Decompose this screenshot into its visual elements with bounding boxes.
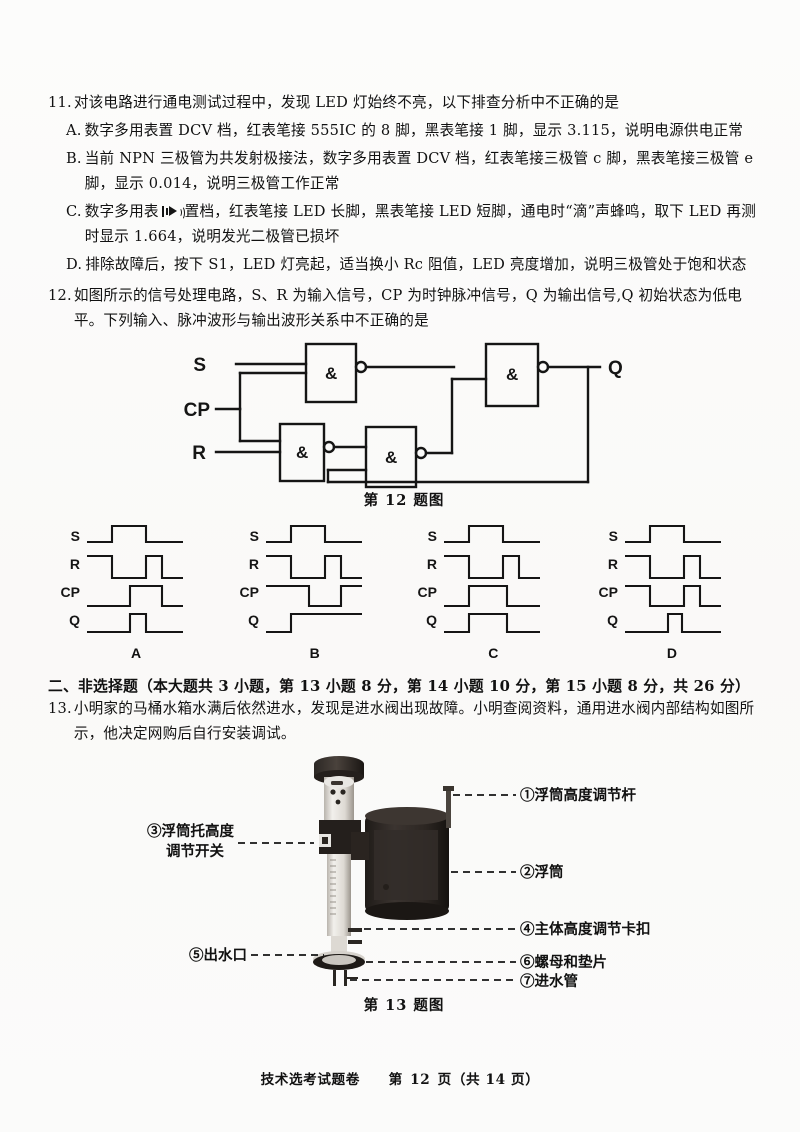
waveform-d-svg: S R CP Q [599, 524, 721, 634]
section-2-heading: 二、非选择题（本大题共 3 小题，第 13 小题 8 分，第 14 小题 10 … [48, 678, 750, 695]
question-12: 12. 如图所示的信号处理电路，S、R 为输入信号，CP 为时钟脉冲信号，Q 为… [48, 283, 760, 333]
question-13-valve-figure: ①浮筒高度调节杆 ②浮筒 ③浮筒托高度 调节开关 ④主体高度调节卡扣 ⑤出水口 … [48, 750, 760, 1000]
gate-2-symbol: & [296, 443, 308, 462]
waveform-option-c[interactable]: S R CP Q C [407, 520, 579, 661]
waveform-d-signal-r-label: R [608, 556, 618, 572]
waveform-b-signal-r-label: R [249, 556, 259, 572]
valve-callout-5-label: ⑤出水口 [189, 946, 247, 964]
question-12-number: 12. [48, 287, 72, 304]
waveform-c-signal-q-label: Q [426, 612, 437, 628]
option-a-text: 数字多用表置 DCV 档，红表笔接 555IC 的 8 脚，黑表笔接 1 脚，显… [84, 122, 744, 139]
waveform-d-signal-s-label: S [609, 528, 618, 544]
waveform-option-b[interactable]: S R CP Q B [229, 520, 401, 661]
waveform-a-signal-cp-label: CP [61, 584, 80, 600]
waveform-d-label: D [666, 645, 678, 661]
option-b-key: B. [66, 150, 82, 167]
waveform-d-signal-q-label: Q [607, 612, 618, 628]
waveform-a-svg: S R CP Q [61, 524, 183, 634]
option-d-text: 排除故障后，按下 S1，LED 灯亮起，适当换小 Rc 阻值，LED 亮度增加，… [85, 256, 747, 273]
valve-callout-2-label: ②浮筒 [520, 863, 564, 881]
footer-doc-title: 技术选考试题卷 [260, 1072, 360, 1088]
option-b-text: 当前 NPN 三极管为共发射极接法，数字多用表置 DCV 档，红表笔接三极管 c… [84, 150, 754, 192]
waveform-a-signal-r-label: R [70, 556, 80, 572]
continuity-buzzer-icon [161, 205, 185, 220]
option-c-text-after: 置档，红表笔接 LED 长脚，黑表笔接 LED 短脚，通电时“滴”声蜂鸣，取下 … [84, 203, 756, 245]
question-11-option-a[interactable]: A. 数字多用表置 DCV 档，红表笔接 555IC 的 8 脚，黑表笔接 1 … [48, 118, 760, 143]
question-12-stem-line: 12. 如图所示的信号处理电路，S、R 为输入信号，CP 为时钟脉冲信号，Q 为… [48, 283, 760, 333]
waveform-b-svg: S R CP Q [239, 524, 362, 634]
question-13: 13. 小明家的马桶水箱水满后依然进水，发现是进水阀出现故障。小明查阅资料，通用… [48, 696, 760, 746]
option-c-text-before: 数字多用表 [84, 203, 159, 220]
option-c-text: 数字多用表置档，红表笔接 LED 长脚，黑表笔接 LED 短脚，通电时“滴”声蜂… [85, 199, 760, 249]
question-13-stem: 小明家的马桶水箱水满后依然进水，发现是进水阀出现故障。小明查阅资料，通用进水阀内… [73, 700, 755, 742]
question-13-number: 13. [48, 700, 72, 717]
valve-callout-leaders [238, 794, 516, 981]
valve-photo-artwork [313, 756, 454, 986]
waveform-c-svg: S R CP Q [418, 524, 541, 634]
gate-1-symbol: & [325, 364, 337, 383]
question-11-stem: 对该电路进行通电测试过程中，发现 LED 灯始终不亮，以下排查分析中不正确的是 [73, 94, 620, 111]
option-c-key: C. [66, 203, 82, 220]
question-13-stem-line: 13. 小明家的马桶水箱水满后依然进水，发现是进水阀出现故障。小明查阅资料，通用… [48, 696, 760, 746]
waveform-option-a[interactable]: S R CP Q A [50, 520, 222, 661]
footer-page-prefix: 第 [388, 1072, 403, 1088]
waveform-a-label: A [130, 645, 142, 661]
page-content: 11. 对该电路进行通电测试过程中，发现 LED 灯始终不亮，以下排查分析中不正… [48, 90, 760, 1015]
waveform-option-d[interactable]: S R CP Q D [586, 520, 758, 661]
nand-latch-circuit-svg: & & & & S CP R Q [184, 342, 623, 489]
question-11-option-b[interactable]: B. 当前 NPN 三极管为共发射极接法，数字多用表置 DCV 档，红表笔接三极… [48, 146, 760, 196]
waveform-b-signal-cp-label: CP [239, 584, 258, 600]
circuit-output-q-label: Q [608, 358, 623, 379]
valve-callout-3-label-line2: 调节开关 [166, 842, 224, 860]
figure-12-caption: 第 12 题图 [363, 492, 445, 509]
gate-3-symbol: & [385, 448, 397, 467]
page-footer: 技术选考试题卷 第 12 页（共 14 页） [0, 1068, 800, 1088]
valve-callout-4-label: ④主体高度调节卡扣 [520, 920, 651, 938]
option-d-key: D. [66, 256, 83, 273]
valve-callout-6-label: ⑥螺母和垫片 [520, 953, 607, 971]
valve-callout-3-label: ③浮筒托高度 [147, 822, 234, 840]
gate-4-symbol: & [506, 365, 518, 384]
question-12-stem: 如图所示的信号处理电路，S、R 为输入信号，CP 为时钟脉冲信号，Q 为输出信号… [73, 287, 743, 329]
circuit-input-cp-label: CP [184, 400, 211, 421]
question-12-waveform-options: S R CP Q A [48, 520, 760, 661]
waveform-b-label: B [309, 645, 320, 661]
valve-callout-7-label: ⑦进水管 [520, 972, 578, 990]
footer-page-number: 12 [410, 1072, 431, 1088]
circuit-input-s-label: S [193, 355, 206, 376]
valve-callout-1-label: ①浮筒高度调节杆 [520, 786, 636, 804]
question-11-option-c[interactable]: C. 数字多用表置档，红表笔接 LED 长脚，黑表笔接 LED 短脚，通电时“滴… [48, 199, 760, 249]
question-11-stem-line: 11. 对该电路进行通电测试过程中，发现 LED 灯始终不亮，以下排查分析中不正… [48, 90, 760, 115]
fill-valve-diagram-svg: ①浮筒高度调节杆 ②浮筒 ③浮筒托高度 调节开关 ④主体高度调节卡扣 ⑤出水口 … [147, 756, 651, 990]
option-a-key: A. [66, 122, 82, 139]
waveform-b-signal-q-label: Q [248, 612, 259, 628]
footer-page-suffix: 页（共 14 页） [437, 1072, 540, 1088]
waveform-c-signal-s-label: S [428, 528, 437, 544]
question-11-option-d[interactable]: D. 排除故障后，按下 S1，LED 灯亮起，适当换小 Rc 阻值，LED 亮度… [48, 252, 760, 277]
question-12-circuit-figure: & & & & S CP R Q [48, 339, 760, 489]
waveform-c-signal-r-label: R [427, 556, 437, 572]
waveform-a-signal-s-label: S [71, 528, 80, 544]
question-11-number: 11. [48, 94, 72, 111]
waveform-a-signal-q-label: Q [69, 612, 80, 628]
question-11: 11. 对该电路进行通电测试过程中，发现 LED 灯始终不亮，以下排查分析中不正… [48, 90, 760, 277]
waveform-d-signal-cp-label: CP [599, 584, 618, 600]
figure-13-caption: 第 13 题图 [363, 997, 445, 1014]
circuit-input-r-label: R [192, 443, 206, 464]
waveform-c-signal-cp-label: CP [418, 584, 437, 600]
waveform-b-signal-s-label: S [249, 528, 258, 544]
waveform-c-label: C [488, 645, 499, 661]
